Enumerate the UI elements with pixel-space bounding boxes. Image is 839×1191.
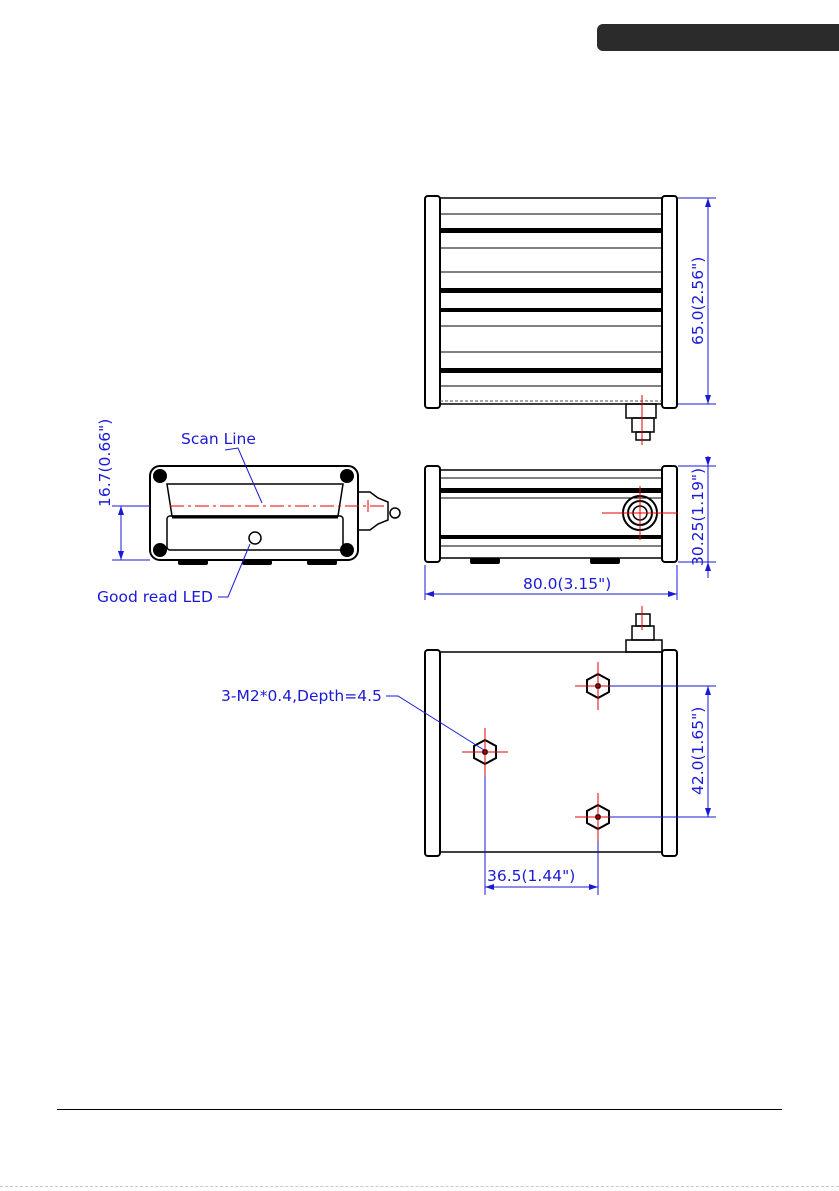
label-width: 80.0(3.15") xyxy=(523,575,611,593)
front-view xyxy=(150,466,400,565)
side-view xyxy=(425,466,678,564)
label-thread-spec: 3-M2*0.4,Depth=4.5 xyxy=(221,687,382,705)
label-height-front: 16.7(0.66") xyxy=(96,419,114,507)
scan-line-leader xyxy=(225,448,262,503)
threaded-hole xyxy=(462,728,508,776)
dimension-height-front xyxy=(112,506,150,560)
bottom-view xyxy=(425,606,677,856)
label-hole-spacing-horizontal: 36.5(1.44") xyxy=(487,867,575,885)
label-scan-line: Scan Line xyxy=(181,430,256,448)
label-height-side: 30.25(1.19") xyxy=(689,468,707,566)
top-view xyxy=(425,196,677,445)
label-depth-top: 65.0(2.56") xyxy=(689,257,707,345)
label-good-read-led: Good read LED xyxy=(97,588,213,606)
good-read-led-leader xyxy=(218,544,250,597)
footer-rule xyxy=(57,1109,782,1110)
footer-dashed-edge xyxy=(0,1186,839,1187)
thread-spec-leader xyxy=(386,696,484,750)
label-hole-spacing-vertical: 42.0(1.65") xyxy=(689,707,707,795)
